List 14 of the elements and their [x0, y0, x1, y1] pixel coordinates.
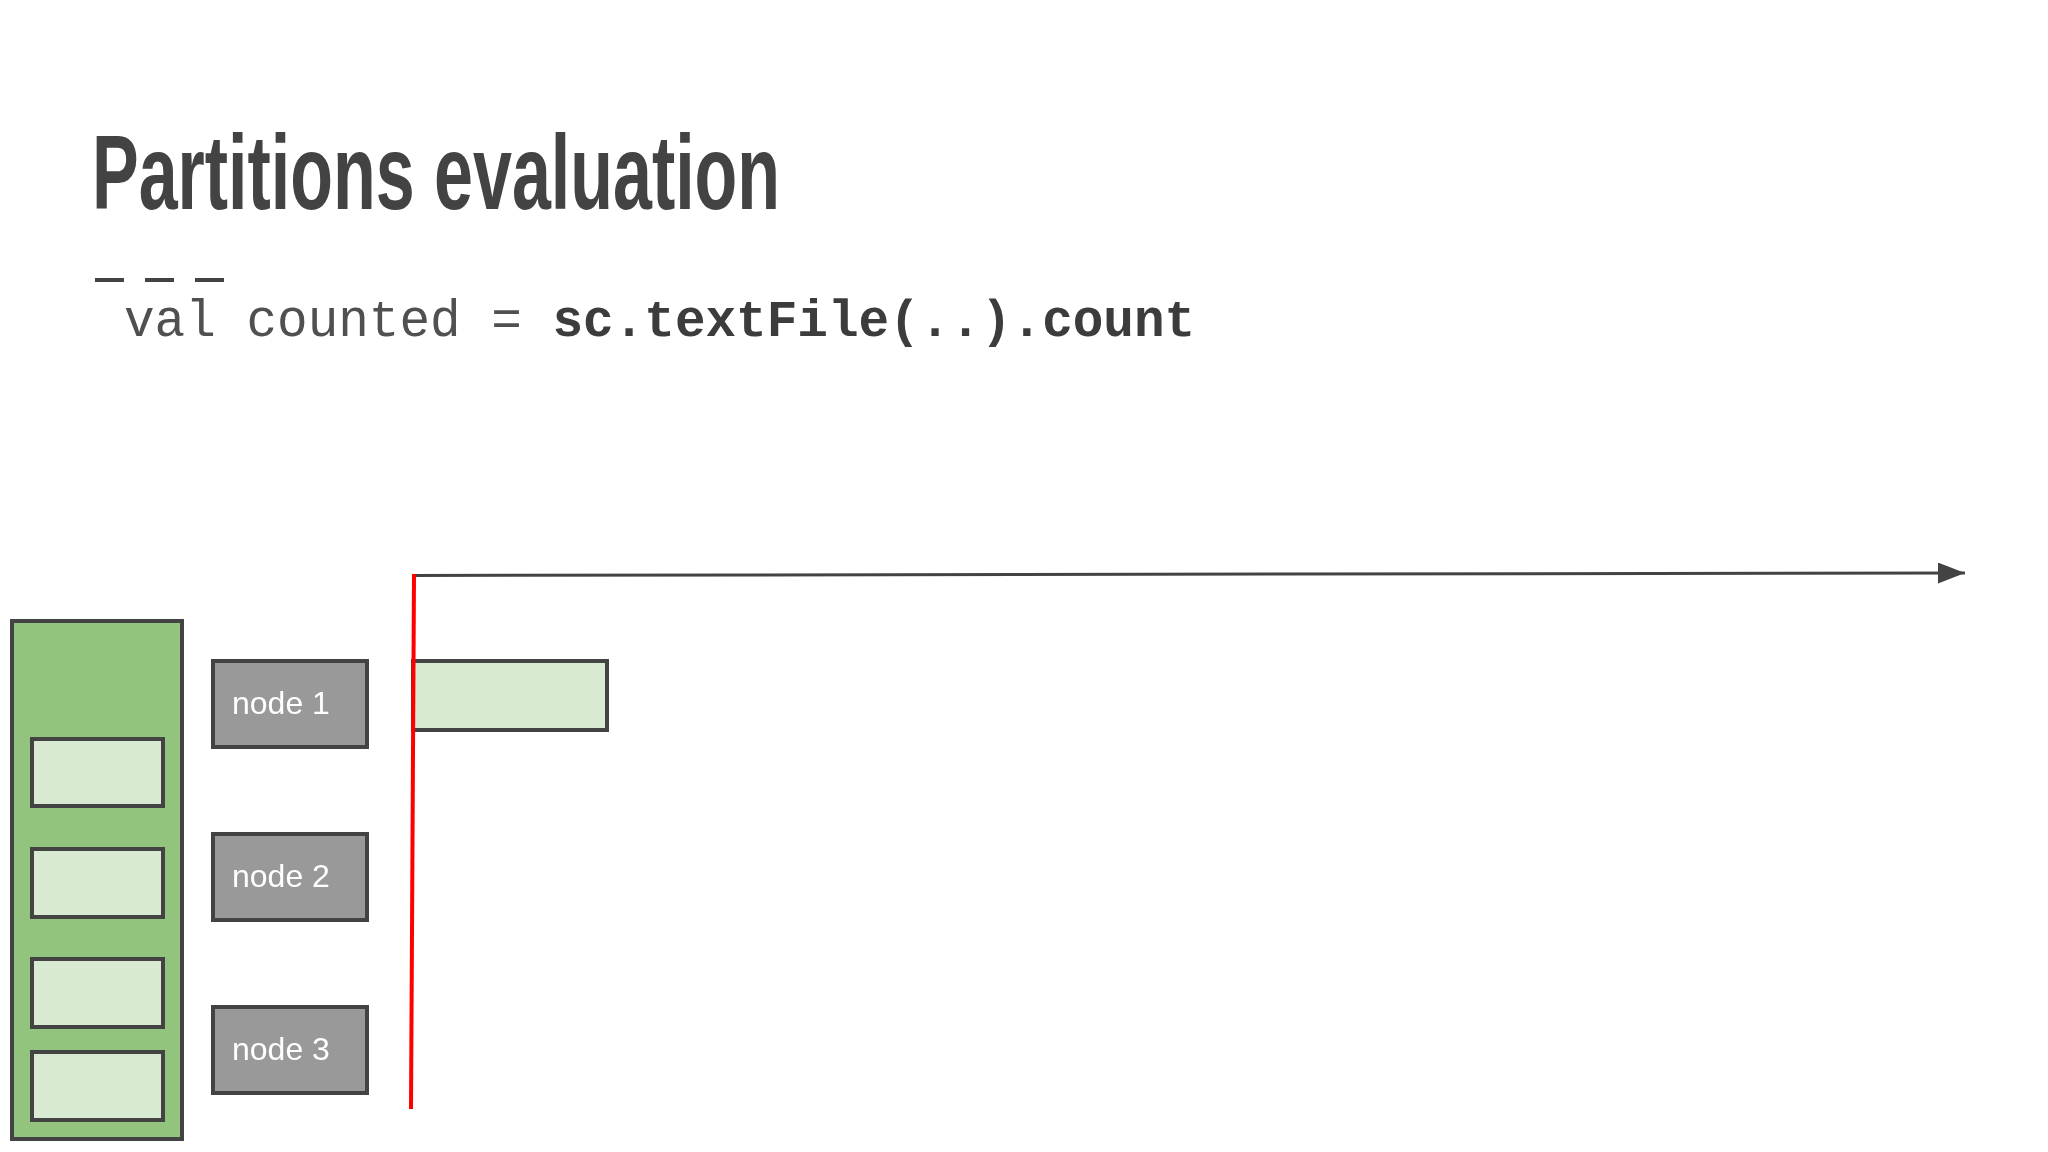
node-label: node 3	[232, 1032, 330, 1068]
partition-box	[30, 847, 165, 919]
node-label: node 2	[232, 859, 330, 895]
slide-title: Partitions evaluation	[92, 119, 781, 225]
code-line: val counted = sc.textFile(..).count	[124, 297, 1196, 348]
worker-node-box	[211, 659, 369, 749]
partition-box	[30, 1050, 165, 1122]
task-bar	[411, 659, 609, 732]
storage-panel	[10, 619, 184, 1141]
partition-box	[30, 737, 165, 808]
partition-box	[30, 957, 165, 1029]
worker-node-box	[211, 832, 369, 922]
worker-node-box	[211, 1005, 369, 1095]
node-label: node 1	[232, 686, 330, 722]
